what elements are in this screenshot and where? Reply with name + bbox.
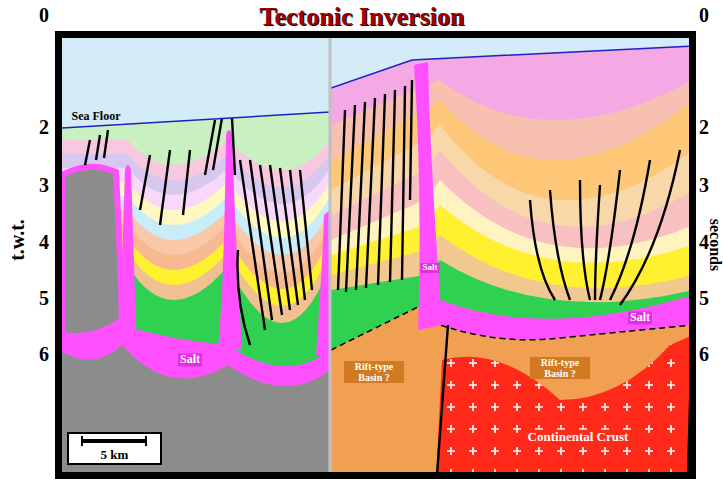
scale-box: 5 km bbox=[67, 432, 162, 465]
axis-number: 2 bbox=[39, 116, 49, 138]
axis-title: seconds bbox=[706, 219, 723, 271]
scale-label: 5 km bbox=[69, 447, 160, 462]
basin-label: Rift-type Basin ? bbox=[344, 361, 404, 383]
salt-label: Salt bbox=[178, 353, 202, 366]
axis-number: 5 bbox=[699, 287, 709, 309]
axis-number: 4 bbox=[39, 231, 49, 253]
section-divider bbox=[329, 38, 332, 472]
title: Tectonic Inversion bbox=[260, 3, 465, 32]
frame bbox=[59, 35, 693, 476]
axis-number: 2 bbox=[699, 116, 709, 138]
axis-number: 3 bbox=[699, 174, 709, 196]
left-section bbox=[62, 112, 330, 472]
axis-number: 0 bbox=[699, 4, 709, 26]
axis-number: 6 bbox=[39, 343, 49, 365]
axis-title: t.w.t. bbox=[6, 219, 28, 261]
basin-label: Rift-type Basin ? bbox=[530, 357, 590, 379]
crust-label: Continental Crust bbox=[526, 430, 631, 444]
axis-number: 6 bbox=[699, 343, 709, 365]
salt-label: Salt bbox=[420, 263, 439, 273]
axis-number: 0 bbox=[39, 4, 49, 26]
salt-label: Salt bbox=[628, 311, 652, 324]
axis-number: 5 bbox=[39, 287, 49, 309]
axis-number: 3 bbox=[39, 174, 49, 196]
scale-box-ground bbox=[67, 432, 162, 465]
scale-bar bbox=[82, 436, 146, 446]
sea-floor-label: Sea Floor bbox=[70, 110, 123, 123]
right-section bbox=[331, 46, 689, 472]
